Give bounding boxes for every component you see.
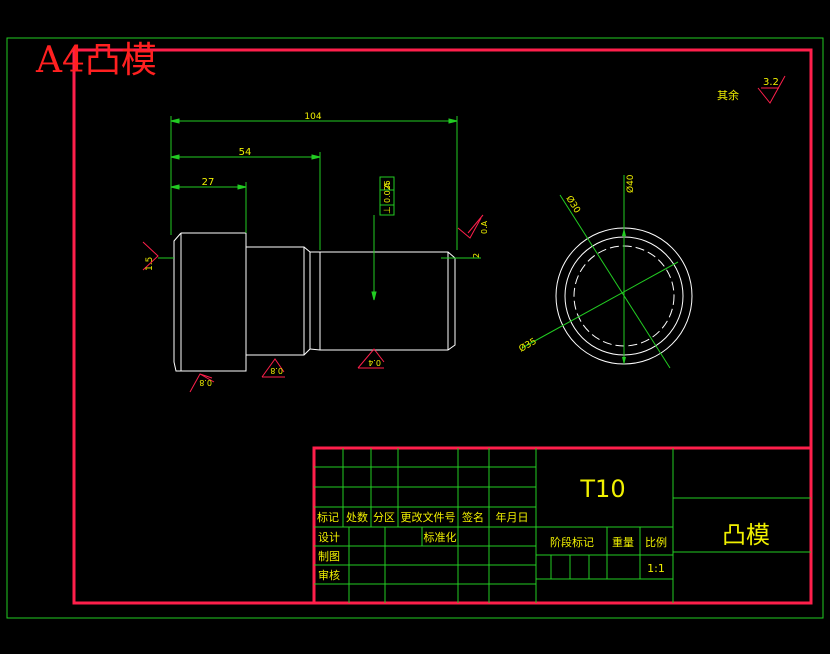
- part-name-label: 凸模: [722, 521, 770, 549]
- hdr-mark: 标记: [317, 510, 339, 524]
- dim-dia-40: Ø40: [625, 174, 636, 193]
- roughness-symbol-default: 3.2: [757, 75, 786, 104]
- roughness-mark-3: 0.4: [357, 348, 385, 369]
- roughness-default-value: 3.2: [763, 77, 779, 88]
- design-label: 设计: [318, 531, 340, 544]
- roughness-note: 其余: [717, 88, 739, 102]
- weight-label: 重量: [612, 535, 634, 549]
- roughness-mark-1-value: 0.8: [199, 378, 212, 387]
- perpendicularity-frame: ⊥ 0.025 A: [379, 176, 395, 216]
- standardize-label: 标准化: [424, 530, 457, 544]
- hdr-signature: 签名: [462, 510, 484, 524]
- hdr-date: 年月日: [496, 510, 529, 524]
- review-label: 审核: [318, 568, 340, 582]
- material-label: T10: [579, 475, 625, 503]
- datum-marker: 0.A: [457, 214, 489, 239]
- chamfer-right: 2: [472, 253, 481, 258]
- drawing-label: 制图: [318, 550, 340, 563]
- end-view: [521, 175, 693, 369]
- hdr-count: 处数: [346, 511, 368, 524]
- datum-label: 0.A: [480, 220, 489, 234]
- dim-length-27: 27: [202, 177, 215, 188]
- chamfer-left-marker: 1.5: [142, 241, 159, 271]
- ratio-label: 比例: [645, 535, 667, 549]
- dim-length-54: 54: [239, 147, 252, 158]
- outer-frame: [6, 37, 824, 619]
- roughness-mark-2: 0.8: [261, 358, 285, 378]
- part-outline-side: [173, 232, 456, 372]
- dim-dia-35: Ø35: [517, 336, 539, 355]
- chamfer-left: 1.5: [145, 257, 155, 271]
- dim-overall-length: 104: [304, 112, 321, 122]
- dimension-lines: [158, 116, 481, 301]
- hdr-change-doc: 更改文件号: [401, 510, 456, 524]
- roughness-mark-2-value: 0.8: [270, 366, 283, 375]
- hdr-zone: 分区: [373, 511, 395, 524]
- stage-mark-label: 阶段标记: [550, 535, 594, 549]
- perp-symbol: ⊥: [383, 206, 393, 214]
- title-block: [312, 446, 813, 605]
- perp-tolerance: 0.025: [383, 180, 392, 203]
- format-title: A4凸模: [35, 40, 157, 81]
- scale-value: 1:1: [647, 562, 665, 575]
- perp-datum: A: [383, 182, 392, 188]
- roughness-mark-1: 0.8: [189, 373, 215, 393]
- roughness-mark-3-value: 0.4: [368, 358, 381, 367]
